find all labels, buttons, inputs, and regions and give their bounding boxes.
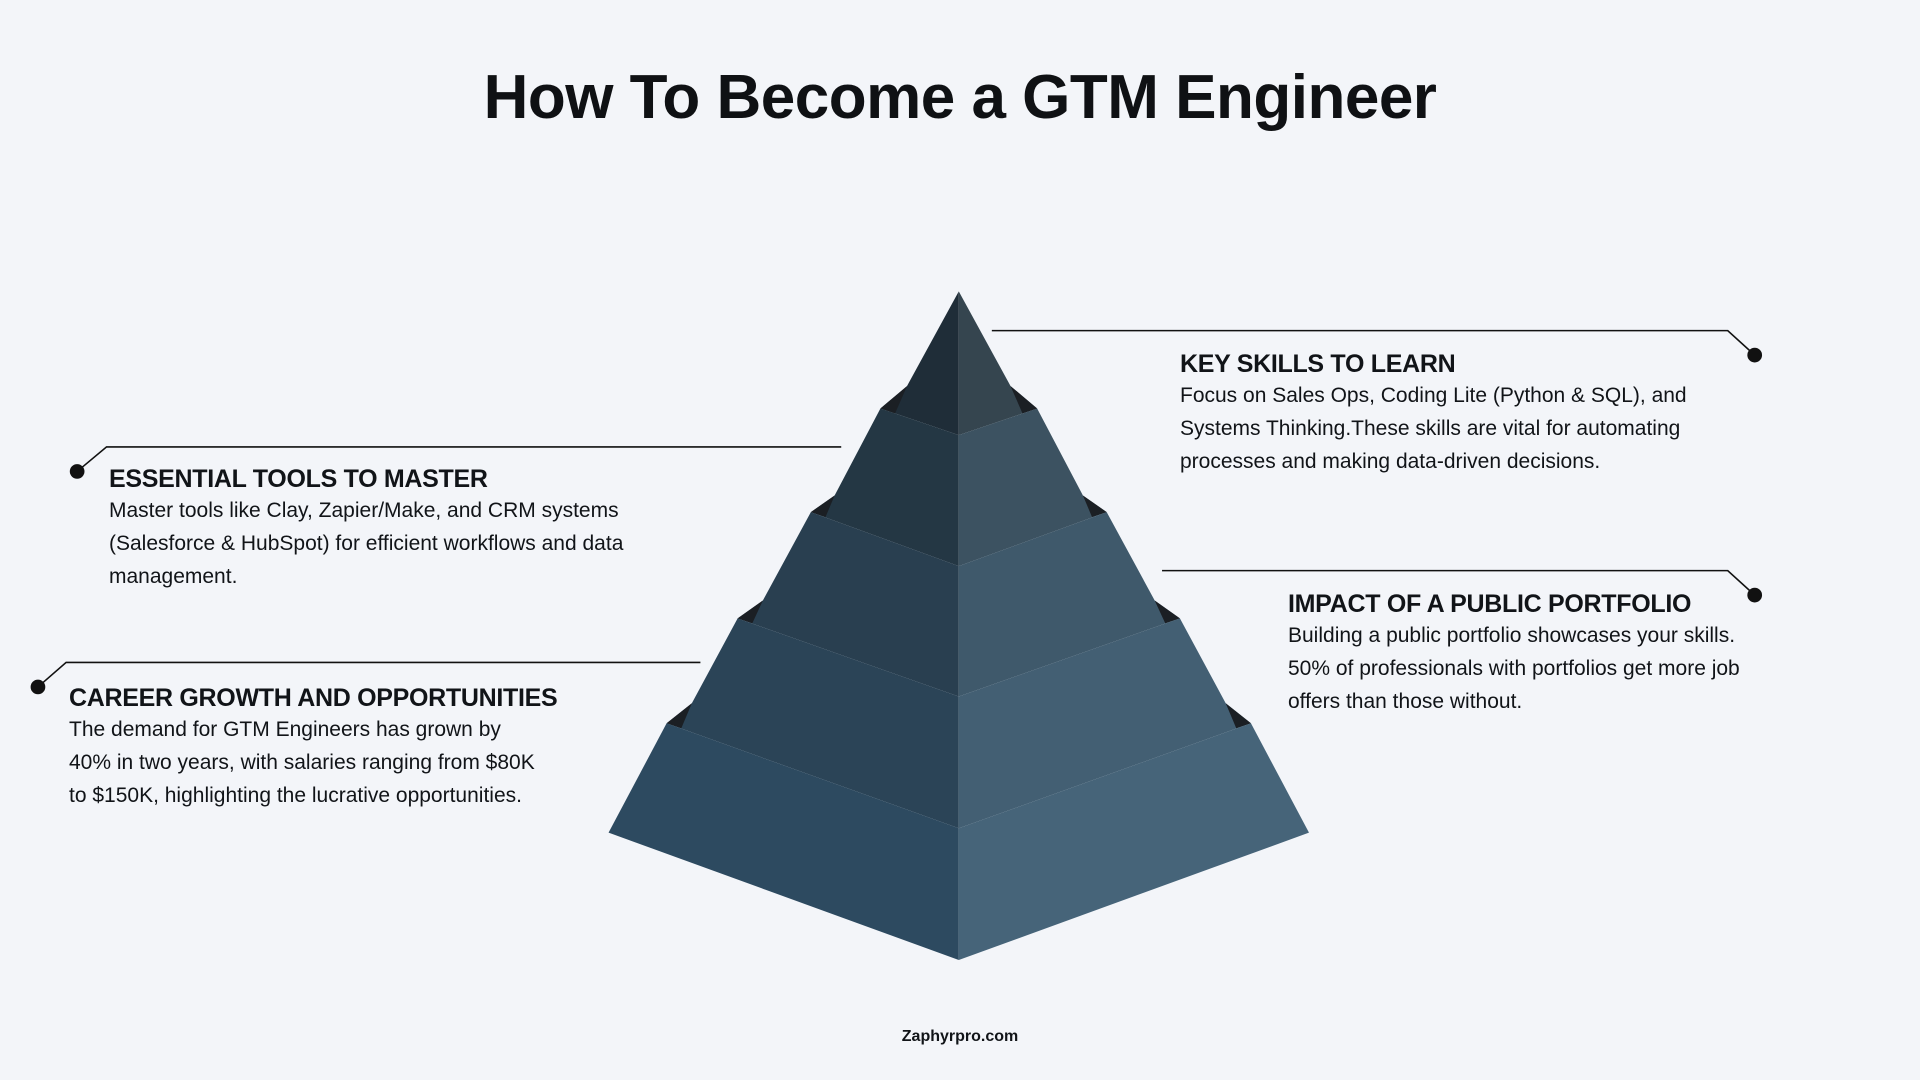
section-essential-tools: ESSENTIAL TOOLS TO MASTER Master tools l… <box>109 464 623 593</box>
connector-dot-key-skills <box>1747 347 1763 363</box>
connector-essential-tools <box>76 446 842 473</box>
connector-career-growth <box>37 661 701 688</box>
pyramid-tier-4-left-face <box>666 618 959 829</box>
section-key-skills: KEY SKILLS TO LEARN Focus on Sales Ops, … <box>1180 349 1687 478</box>
pyramid-step-shadow-right <box>1225 703 1251 729</box>
section-text-line: 50% of professionals with portfolios get… <box>1288 657 1740 680</box>
pyramid-tier-3-left-face <box>737 512 959 697</box>
section-text-line: Systems Thinking.These skills are vital … <box>1180 417 1681 440</box>
section-heading: ESSENTIAL TOOLS TO MASTER <box>109 465 488 493</box>
page-title: How To Become a GTM Engineer <box>483 63 1437 132</box>
pyramid-step-shadow-left <box>666 703 692 729</box>
section-text-line: 40% in two years, with salaries ranging … <box>69 751 535 774</box>
pyramid <box>608 291 1309 960</box>
connector-dot-essential-tools <box>69 464 85 479</box>
connector-dot-public-portfolio <box>1747 587 1763 603</box>
section-text-line: Focus on Sales Ops, Coding Lite (Python … <box>1180 384 1687 407</box>
connector-dot-career-growth <box>30 679 46 695</box>
section-career-growth: CAREER GROWTH AND OPPORTUNITIES The dema… <box>69 683 558 812</box>
connector-public-portfolio <box>1162 569 1756 596</box>
section-heading: IMPACT OF A PUBLIC PORTFOLIO <box>1288 590 1692 618</box>
pyramid-tier-5-left-face <box>608 723 959 960</box>
pyramid-tier-2-right-face <box>958 408 1107 567</box>
pyramid-step-shadow-right <box>1082 495 1107 517</box>
section-text-line: offers than those without. <box>1288 690 1523 713</box>
footer-brand: Zaphyrpro.com <box>901 1028 1019 1045</box>
pyramid-step-shadow-left <box>810 495 835 517</box>
section-text-line: Building a public portfolio showcases yo… <box>1288 624 1736 647</box>
pyramid-step-shadow-left <box>737 600 763 624</box>
connector-key-skills <box>991 329 1756 356</box>
section-text-line: (Salesforce & HubSpot) for efficient wor… <box>109 532 624 555</box>
section-heading: KEY SKILLS TO LEARN <box>1180 350 1456 378</box>
section-text-line: management. <box>109 565 238 588</box>
section-heading: CAREER GROWTH AND OPPORTUNITIES <box>69 684 558 712</box>
pyramid-tier-2-left-face <box>810 408 959 567</box>
pyramid-step-shadow-left <box>880 386 907 414</box>
pyramid-tier-5-right-face <box>958 723 1309 960</box>
pyramid-tier-3-right-face <box>958 512 1180 697</box>
pyramid-step-shadow-right <box>1154 600 1180 624</box>
section-text-line: processes and making data-driven decisio… <box>1180 450 1601 473</box>
section-text-line: Master tools like Clay, Zapier/Make, and… <box>109 499 619 522</box>
section-public-portfolio: IMPACT OF A PUBLIC PORTFOLIO Building a … <box>1288 589 1740 718</box>
pyramid-tier-4-right-face <box>958 618 1251 829</box>
section-text-line: The demand for GTM Engineers has grown b… <box>69 718 501 741</box>
section-text-line: to $150K, highlighting the lucrative opp… <box>69 784 522 807</box>
pyramid-step-shadow-right <box>1010 386 1038 414</box>
